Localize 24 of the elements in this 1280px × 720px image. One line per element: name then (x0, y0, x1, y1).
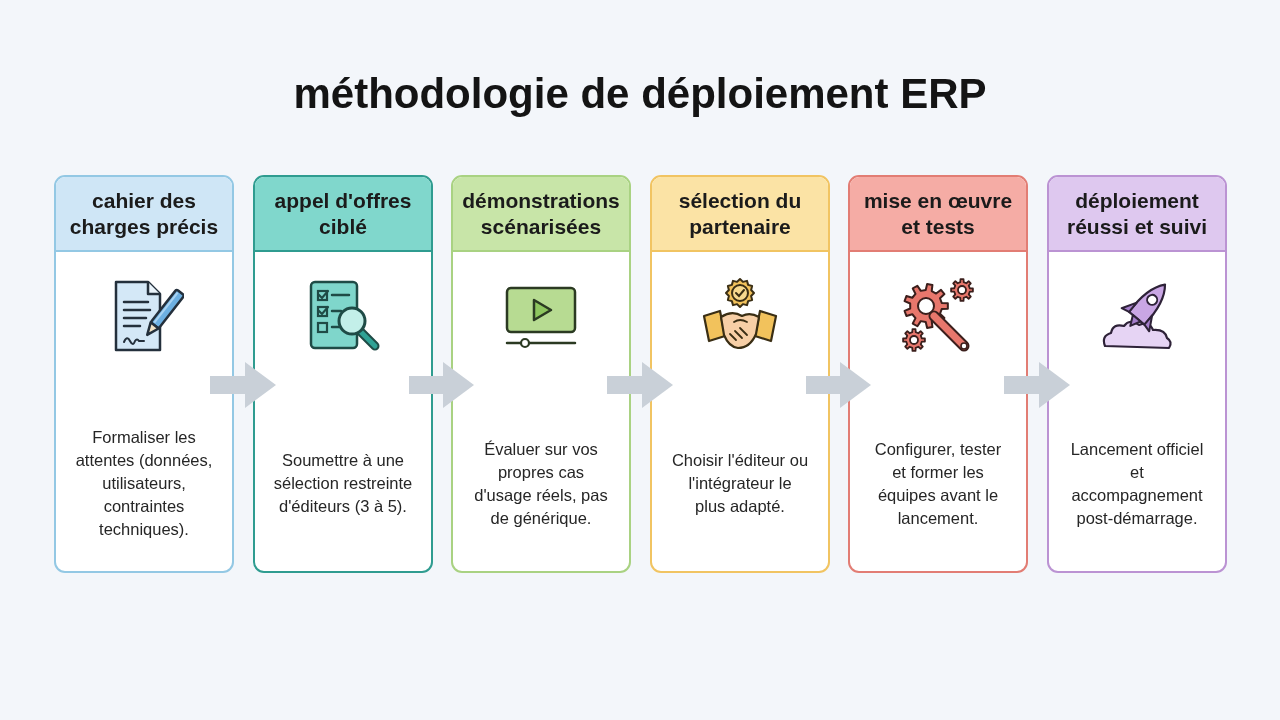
diagram-title: méthodologie de déploiement ERP (293, 70, 987, 117)
arrow (806, 362, 871, 408)
step-description: Évaluer sur vos propres cas d'usage réels, pas de générique. (473, 438, 609, 529)
step-card (54, 175, 234, 573)
step-card (451, 175, 631, 573)
step-heading: mise en œuvre et tests (850, 177, 1026, 252)
step-heading: démonstrations scénarisées (453, 177, 629, 252)
step-card (1047, 175, 1227, 573)
step-heading: déploiement réussi et suivi (1049, 177, 1225, 252)
arrow (210, 362, 276, 408)
arrow (1004, 362, 1070, 408)
step-heading: sélection du partenaire (652, 177, 828, 252)
step-card (848, 175, 1028, 573)
step-description: Configurer, tester et former les équipes avant le lancement. (873, 438, 1003, 529)
step-heading: cahier des charges précis (56, 177, 232, 252)
step-description: Formaliser les attentes (données, utilisateurs, contraintes techniques). (74, 427, 214, 540)
step-card (650, 175, 830, 573)
step-description: Lancement officiel et accompagnement post-démarrage. (1069, 438, 1205, 529)
arrow (409, 362, 474, 408)
arrow (607, 362, 673, 408)
step-heading: appel d'offres ciblé (255, 177, 431, 252)
step-description: Soumettre à une sélection restreinte d'éditeurs (3 à 5). (272, 450, 414, 517)
step-description: Choisir l'éditeur ou l'intégrateur le plus adapté. (671, 450, 809, 517)
step-card (253, 175, 433, 573)
